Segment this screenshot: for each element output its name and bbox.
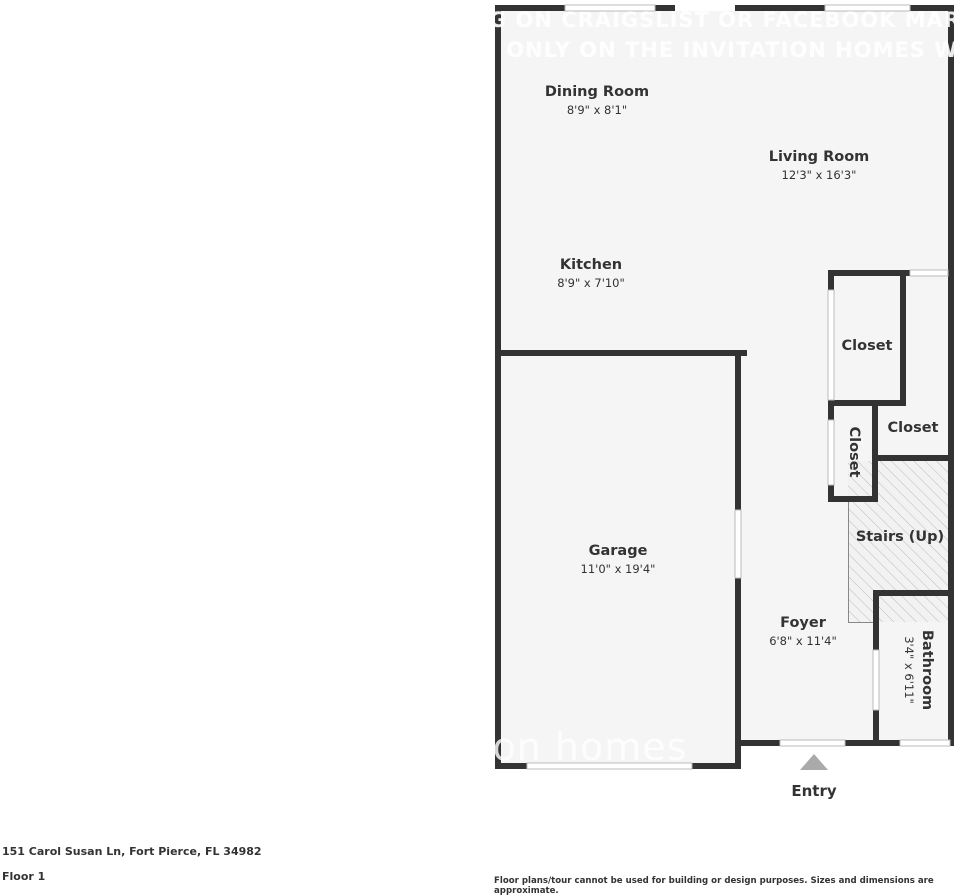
disclaimer: Floor plans/tour cannot be used for buil… bbox=[494, 876, 934, 896]
room-dining-dims: 8'9" x 8'1" bbox=[567, 103, 627, 117]
watermark-logo: on homes bbox=[493, 725, 688, 769]
address: 151 Carol Susan Ln, Fort Pierce, FL 3498… bbox=[2, 845, 262, 858]
entry-arrow-icon bbox=[800, 754, 828, 770]
room-bathroom-dims: 3'4" x 6'11" bbox=[902, 636, 916, 704]
room-stairs: Stairs (Up) bbox=[856, 529, 944, 545]
room-living-name: Living Room bbox=[769, 149, 870, 165]
room-closet-2: Closet bbox=[846, 427, 862, 478]
room-kitchen-dims: 8'9" x 7'10" bbox=[557, 276, 625, 290]
room-closet-1: Closet bbox=[842, 338, 893, 354]
windows-doors bbox=[526, 4, 951, 770]
room-living-dims: 12'3" x 16'3" bbox=[782, 168, 857, 182]
entry-label: Entry bbox=[791, 782, 836, 800]
room-foyer-dims: 6'8" x 11'4" bbox=[769, 634, 837, 648]
room-bathroom-name: Bathroom bbox=[919, 630, 935, 710]
room-kitchen-name: Kitchen bbox=[560, 257, 622, 273]
floor-label: Floor 1 bbox=[2, 870, 46, 883]
room-foyer-name: Foyer bbox=[780, 615, 827, 631]
garage-floor bbox=[498, 353, 738, 766]
room-garage-name: Garage bbox=[589, 543, 648, 559]
watermark-line-1: G ON CRAIGSLIST OR FACEBOOK MAR bbox=[489, 8, 960, 32]
watermark-line-2: ONLY ON THE INVITATION HOMES WE bbox=[506, 38, 960, 62]
room-closet-3: Closet bbox=[888, 420, 939, 436]
room-dining-name: Dining Room bbox=[545, 84, 649, 100]
room-garage-dims: 11'0" x 19'4" bbox=[581, 562, 656, 576]
